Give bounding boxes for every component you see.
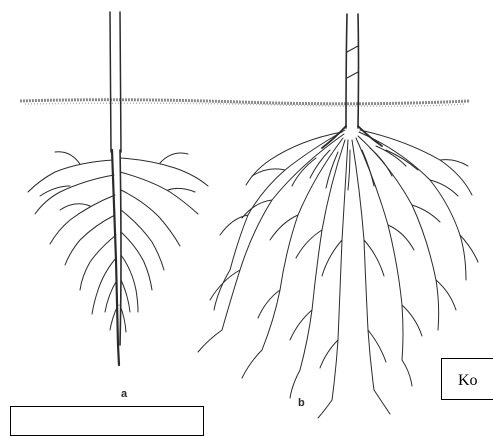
callout-text-right: Ko bbox=[458, 372, 478, 390]
root-systems-figure: a b Ko bbox=[0, 0, 493, 423]
figure-label-b: b bbox=[298, 397, 305, 409]
callout-box-bottom bbox=[10, 406, 204, 436]
soil-surface-line bbox=[20, 100, 470, 107]
fibrous-root-system-icon bbox=[198, 14, 478, 418]
figure-label-a: a bbox=[121, 388, 127, 400]
root-systems-illustration bbox=[0, 0, 493, 423]
callout-box-right: Ko bbox=[441, 358, 493, 400]
taproot-system-icon bbox=[28, 12, 208, 365]
